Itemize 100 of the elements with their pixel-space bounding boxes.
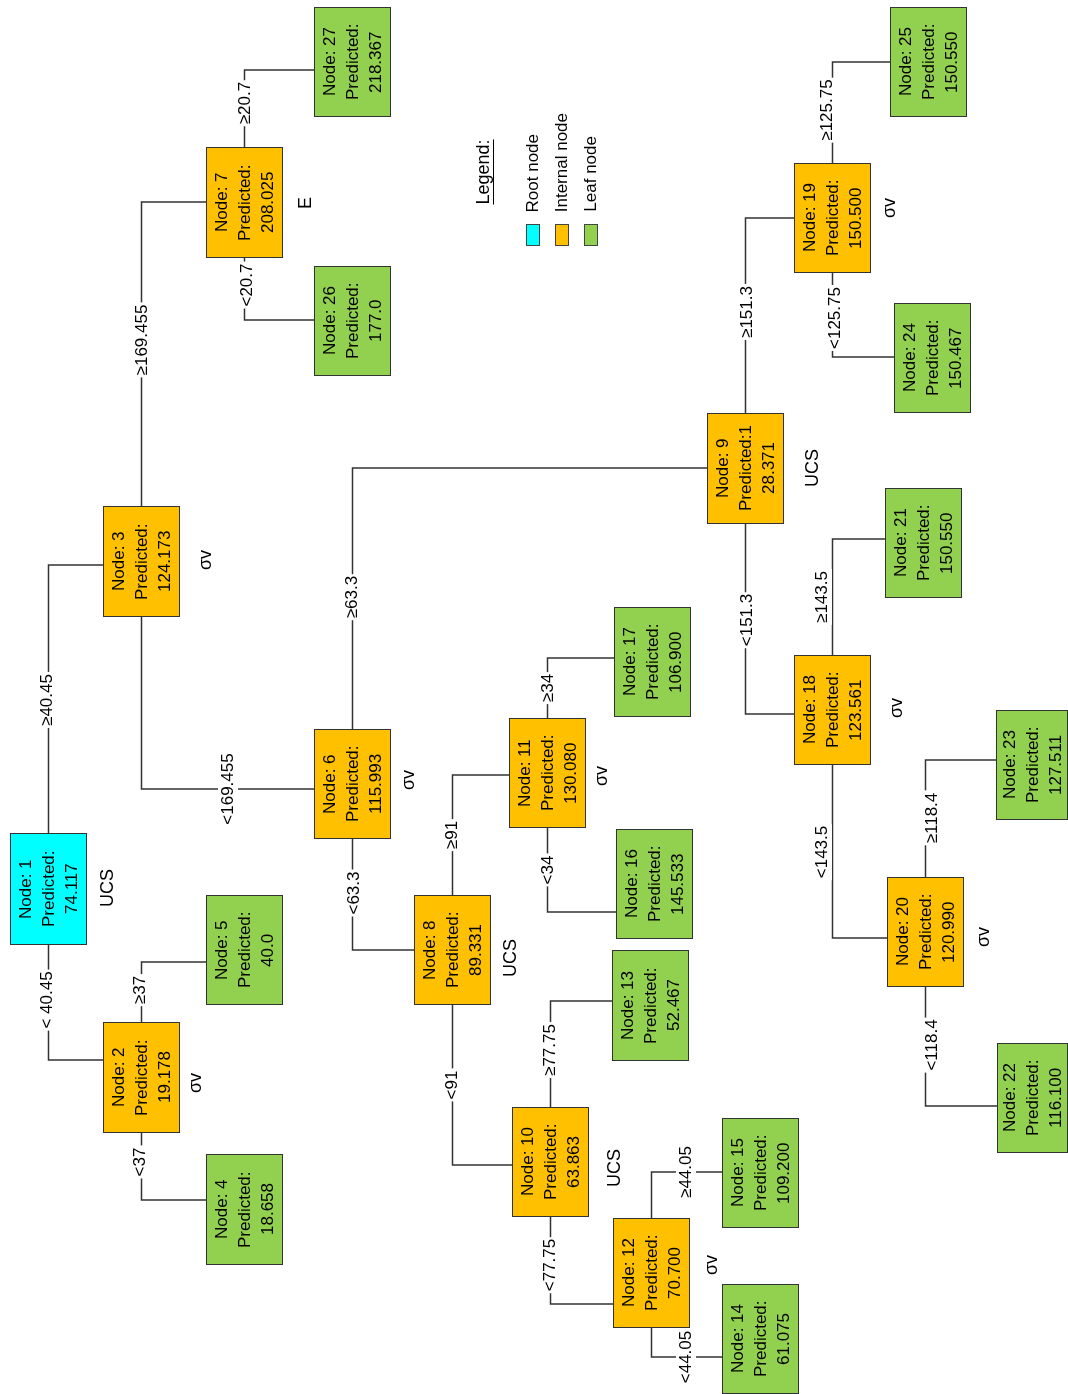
edge-label: ≥143.5: [812, 569, 832, 625]
node-id-text: Node: 11: [514, 739, 535, 807]
leaf-node-box: [616, 829, 693, 939]
split-variable-label: σv: [185, 1072, 205, 1094]
legend-label: Internal node: [552, 112, 572, 212]
predicted-value-text: Predicted: 150.500: [822, 178, 866, 259]
predicted-value-text: Predicted: 145.533: [644, 844, 688, 925]
split-variable-label: σv: [879, 197, 899, 219]
node-id-text: Node: 15: [727, 1138, 748, 1208]
predicted-value-text: Predicted: 130.080: [537, 733, 581, 814]
predicted-value-text: Predicted: 61.075: [750, 1299, 794, 1380]
predicted-value-text: Predicted: 208.025: [234, 163, 278, 243]
leaf-node-box: [614, 607, 691, 717]
split-variable-label: σv: [886, 697, 906, 719]
predicted-value-text: Predicted: 127.511: [1021, 725, 1066, 806]
predicted-value-text: Predicted: 89.331: [442, 910, 486, 991]
node-id-text: Node: 4: [211, 1179, 232, 1240]
internal-node-box: [613, 1218, 690, 1328]
predicted-value-text: Predicted: 74.117: [38, 849, 82, 930]
connector: [831, 764, 888, 939]
internal-node-box: [206, 147, 283, 258]
node-id-text: Node: 7: [211, 172, 232, 233]
predicted-value-text: Predicted: 150.550: [913, 503, 957, 584]
internal-node-box: [794, 655, 871, 765]
connector: [140, 616, 315, 790]
predicted-value-text: Predicted: 106.900: [642, 622, 686, 703]
predicted-value-text: Predicted: 63.863: [540, 1122, 584, 1203]
split-variable-label: σv: [195, 549, 215, 571]
split-variable-label: σv: [973, 926, 993, 948]
leaf-node-box: [314, 266, 391, 376]
leaf-node-box: [314, 7, 391, 117]
predicted-value-text: Predicted: 52.467: [640, 966, 684, 1046]
node-id-text: Node: 8: [419, 920, 440, 980]
predicted-value-text: Predicted: 177.0: [342, 281, 386, 362]
node-id-text: Node: 17: [619, 627, 640, 697]
edge-label: ≥44.05: [676, 1144, 696, 1200]
node-id-text: Node: 6: [319, 754, 340, 814]
root-node-box: [10, 833, 87, 945]
split-variable-label: σv: [398, 769, 418, 791]
leaf-node-box: [722, 1118, 799, 1228]
predicted-value-text: Predicted:1 28.371: [735, 424, 779, 514]
edge-label: <143.5: [812, 823, 832, 881]
node-id-text: Node: 20: [892, 897, 913, 967]
node-id-text: Node: 22: [999, 1063, 1020, 1133]
predicted-value-text: Predicted: 18.658: [234, 1170, 278, 1250]
node-id-text: Node: 5: [211, 920, 232, 980]
predicted-value-text: Predicted: 109.200: [750, 1133, 794, 1214]
node-id-text: Node: 14: [727, 1304, 748, 1374]
node-id-text: Node: 24: [899, 323, 920, 393]
internal-node-box: [794, 163, 871, 273]
leaf-node-box: [996, 710, 1068, 820]
predicted-value-text: Predicted: 116.100: [1022, 1058, 1066, 1139]
predicted-value-text: Predicted: 218.367: [342, 22, 386, 103]
leaf-node-box: [885, 488, 962, 598]
internal-node-box: [103, 1022, 180, 1133]
connector: [351, 467, 708, 730]
node-id-text: Node: 26: [319, 286, 340, 356]
node-id-text: Node: 27: [319, 27, 340, 97]
internal-node-box: [314, 729, 391, 839]
internal-node-box: [414, 895, 491, 1005]
split-variable-label: UCS: [802, 449, 822, 487]
node-id-text: Node: 23: [998, 730, 1020, 800]
leaf-node-box: [890, 7, 967, 117]
leaf-node-box: [206, 1154, 283, 1265]
internal-node-box: [887, 877, 964, 987]
leaf-node-box: [612, 950, 689, 1061]
internal-node-box: [509, 718, 586, 828]
internal-node-box: [512, 1107, 589, 1217]
leaf-node-box: [722, 1284, 799, 1394]
predicted-value-text: Predicted: 124.173: [131, 522, 175, 602]
predicted-value-text: Predicted: 120.990: [915, 892, 959, 973]
split-variable-label: UCS: [604, 1149, 624, 1187]
node-id-text: Node: 18: [799, 675, 820, 745]
leaf-node-box: [206, 895, 283, 1005]
node-id-text: Node: 9: [712, 438, 733, 499]
internal-node-box: [707, 413, 784, 524]
legend-label: Root node: [523, 133, 543, 212]
edge-label: ≥125.75: [817, 77, 837, 143]
predicted-value-text: Predicted: 115.993: [342, 744, 386, 825]
node-id-text: Node: 25: [895, 27, 916, 97]
leaf-node-box: [997, 1043, 1068, 1153]
split-variable-label: σv: [701, 1254, 721, 1276]
split-variable-label: σv: [591, 765, 611, 787]
node-id-text: Node: 3: [108, 531, 129, 592]
predicted-value-text: Predicted: 40.0: [234, 910, 278, 991]
node-id-text: Node: 2: [108, 1047, 129, 1108]
node-id-text: Node: 1: [15, 859, 36, 919]
predicted-value-text: Predicted: 150.550: [918, 22, 962, 103]
legend-label: Leaf node: [581, 136, 601, 212]
node-id-text: Node: 21: [890, 508, 911, 578]
legend-title: Legend:: [473, 139, 493, 205]
edge-label: <169.455: [218, 751, 238, 827]
predicted-value-text: Predicted: 19.178: [131, 1038, 175, 1118]
node-id-text: Node: 16: [621, 849, 642, 919]
node-id-text: Node: 10: [517, 1127, 538, 1197]
connector: [831, 538, 886, 656]
node-id-text: Node: 19: [799, 183, 820, 253]
predicted-value-text: Predicted: 150.467: [922, 318, 966, 399]
leaf-node-box: [894, 303, 971, 413]
edge-label: <44.05: [676, 1328, 696, 1386]
